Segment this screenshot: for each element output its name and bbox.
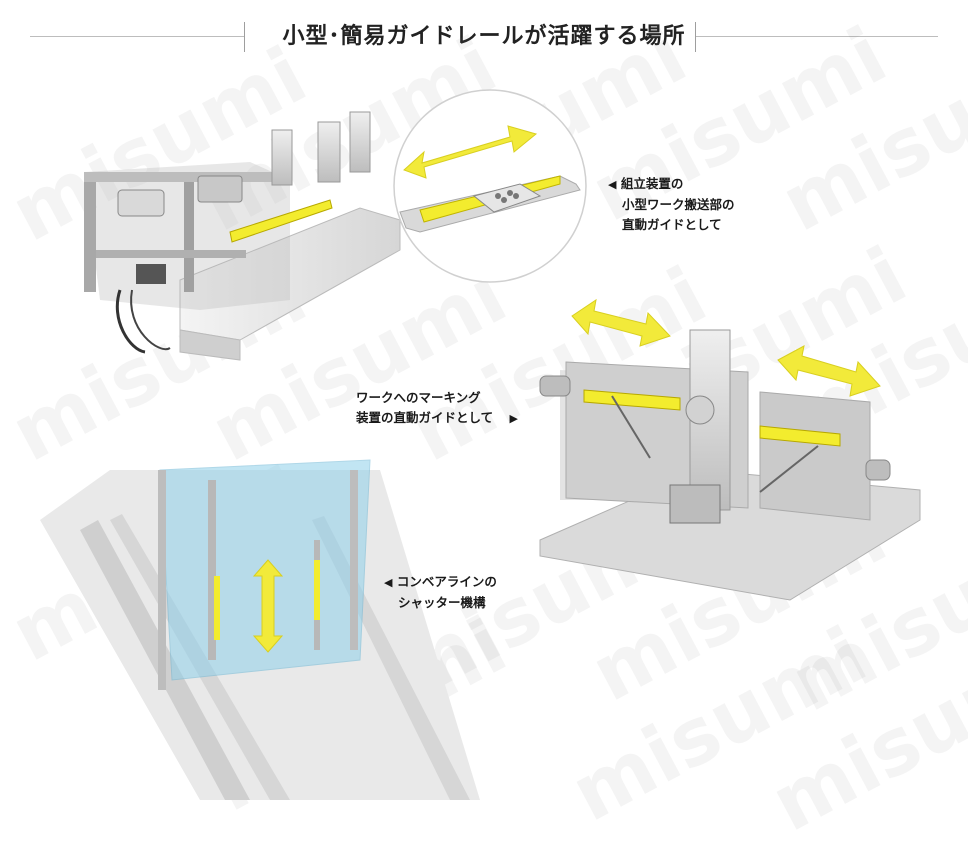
caption-line: 組立装置の <box>620 176 684 191</box>
page-title: 小型･簡易ガイドレールが活躍する場所 <box>282 24 686 49</box>
caption-conveyor: ◀ コンベアラインの シャッター機構 <box>384 572 497 613</box>
caption-line: 直動ガイドとして <box>622 217 722 232</box>
caption-marker-left: ◀ <box>608 178 617 191</box>
caption-marking: ワークへのマーキング 装置の直動ガイドとして ▶ <box>356 388 518 429</box>
header-tick-left <box>244 22 245 52</box>
caption-line: シャッター機構 <box>398 595 486 610</box>
caption-line: コンベアラインの <box>396 574 497 589</box>
caption-line: ワークへのマーキング <box>356 390 481 405</box>
header-rule-left <box>30 36 244 37</box>
caption-line: 装置の直動ガイドとして <box>356 410 494 425</box>
assembly-machine-illustration <box>40 89 921 800</box>
caption-line: 小型ワーク搬送部の <box>622 197 735 212</box>
caption-marker-left: ◀ <box>384 576 393 589</box>
header-tick-right <box>695 22 696 52</box>
caption-assembly: ◀ 組立装置の 小型ワーク搬送部の 直動ガイドとして <box>608 174 735 235</box>
caption-marker-right: ▶ <box>509 412 518 425</box>
header-rule-right <box>696 36 938 37</box>
